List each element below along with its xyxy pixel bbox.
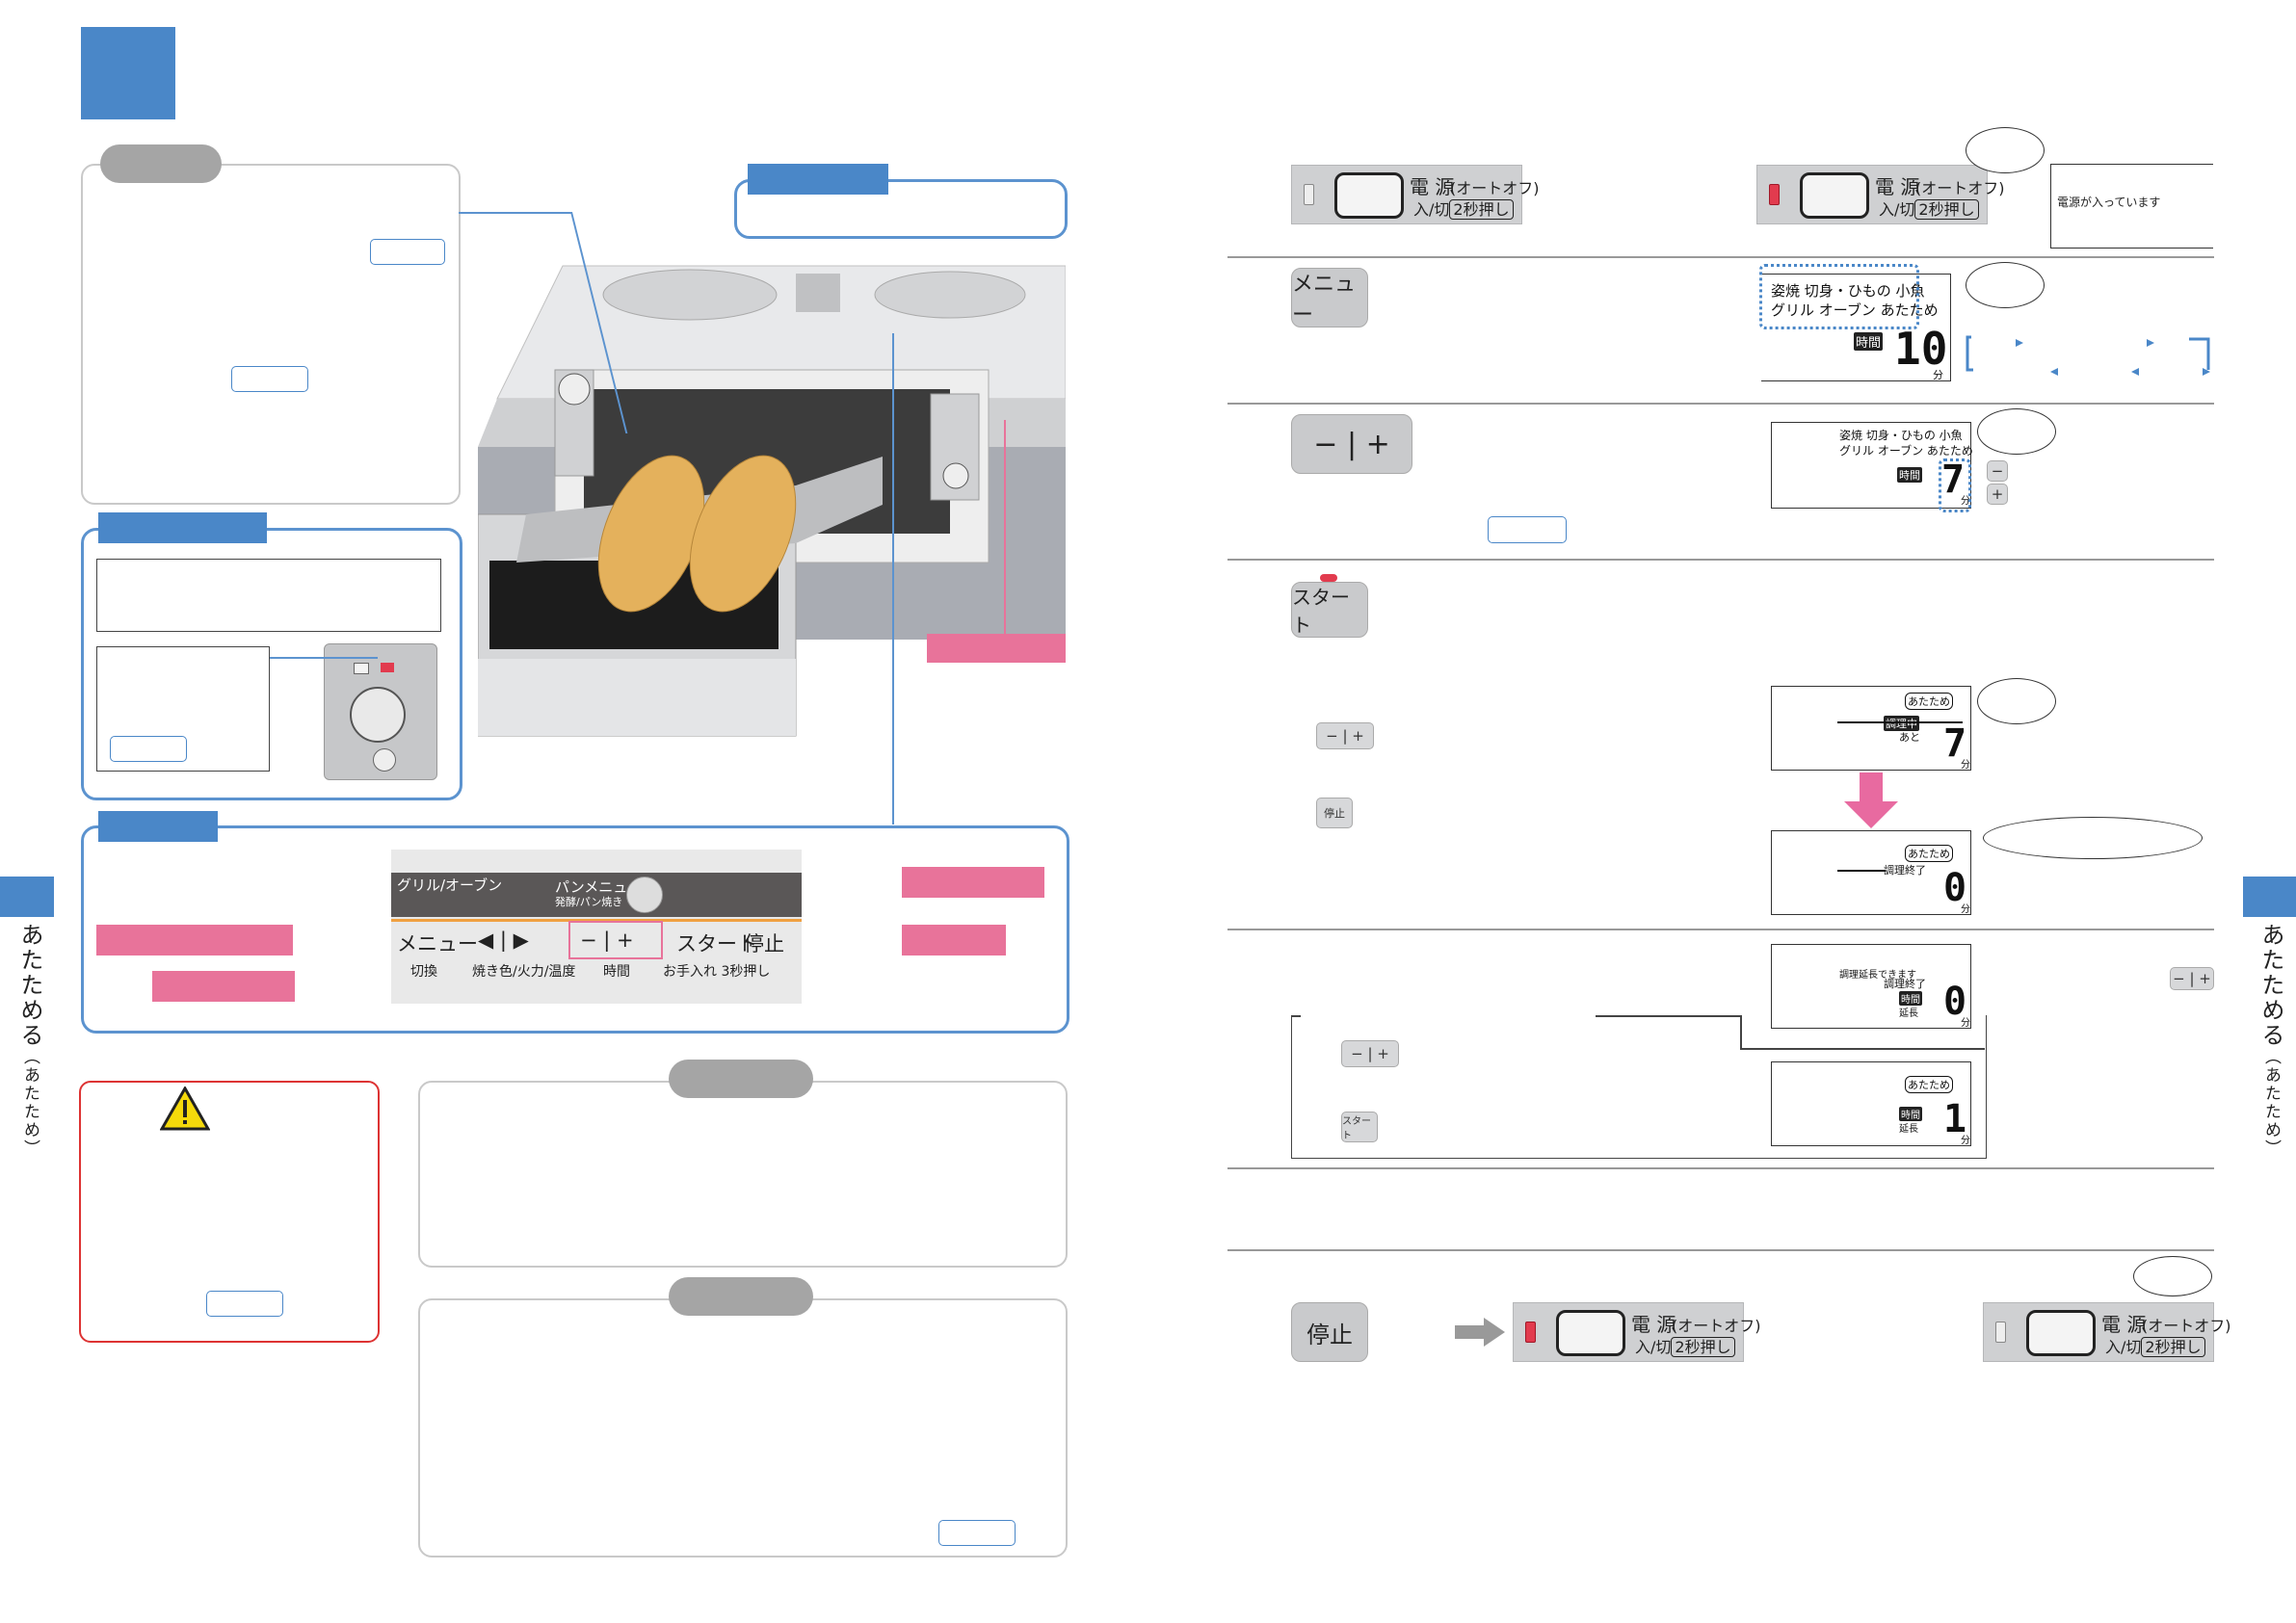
power-on-note-card: 電源が入っています <box>2050 164 2213 249</box>
note-box-a <box>96 559 441 632</box>
speech-bubble-3 <box>1977 408 2056 455</box>
power-button-on[interactable] <box>1800 172 1869 219</box>
right-side-title: あたためる（あたため） <box>2257 923 2284 1158</box>
bread-icon <box>626 877 663 913</box>
speech-bubble-1 <box>1966 127 2045 173</box>
page-ref-2 <box>231 366 308 392</box>
minus-plus-key-small[interactable]: − | + <box>1316 722 1374 749</box>
minus-plus-key-extend2[interactable]: − | + <box>1341 1040 1399 1067</box>
page-ref-4 <box>206 1291 283 1317</box>
top-callout-label <box>748 164 888 195</box>
preparation-box <box>81 164 461 505</box>
done-lcd: あたため 調理終了 0 分 <box>1771 830 1971 915</box>
speech-bubble-6 <box>2133 1256 2212 1296</box>
speech-bubble-2 <box>1966 262 2045 308</box>
menu-highlight <box>1759 264 1919 329</box>
time-highlight <box>1939 458 1971 512</box>
power-button-off[interactable] <box>2026 1310 2096 1356</box>
pink-label-stop <box>902 925 1006 955</box>
level-label: 焼き色/火力/温度 <box>472 964 576 980</box>
set-lcd: 姿焼 切身・ひもの 小魚 グリル オーブン あたため 時間 7 分 <box>1771 422 1973 509</box>
switch-label: 切換 <box>410 964 437 980</box>
arrow-keys[interactable]: ◀ | ▶ <box>478 929 529 952</box>
speech-bubble-5 <box>1983 817 2203 859</box>
control-panel-label <box>98 811 218 842</box>
menu-key-large[interactable]: メニュー <box>1291 268 1368 327</box>
preparation-label <box>100 144 222 183</box>
mode-label: グリル/オーブン <box>397 877 503 894</box>
note-box-2 <box>418 1298 1068 1558</box>
note-box-1 <box>418 1081 1068 1268</box>
start-lamp-icon <box>1320 574 1337 582</box>
pink-label-right <box>927 634 1066 663</box>
left-side-tab <box>0 877 54 917</box>
bread-menu-label: パンメニュー <box>555 878 643 896</box>
right-arrow-icon <box>1455 1318 1505 1350</box>
time-label: 時間 <box>603 964 630 980</box>
minus-plus-key-large[interactable]: − | + <box>1291 414 1412 474</box>
right-side-tab <box>2243 877 2296 917</box>
speech-bubble-4 <box>1977 678 2056 724</box>
control-strip: グリル/オーブン パンメニュー 発酵/パン焼き メニュー ◀ | ▶ − | +… <box>391 850 802 1004</box>
minus-plus-key-extend[interactable]: − | + <box>2170 967 2214 990</box>
page-ref-1 <box>370 239 445 265</box>
power-button[interactable] <box>1334 172 1404 219</box>
left-side-title: あたためる（あたため） <box>16 923 43 1158</box>
pink-label-time <box>152 971 295 1002</box>
care-label: お手入れ 3秒押し <box>663 964 771 980</box>
start-key-large[interactable]: スタート <box>1291 582 1368 638</box>
minus-key-small[interactable]: − <box>1987 460 2008 482</box>
knob-panel <box>324 643 437 780</box>
chapter-marker <box>81 27 175 119</box>
cooktop-illustration <box>477 254 1067 765</box>
pink-label-start <box>902 867 1044 898</box>
pink-label-menu <box>96 925 293 955</box>
note-label-2 <box>669 1277 813 1316</box>
bread-sub-label: 発酵/パン焼き <box>555 896 623 908</box>
page-ref-3 <box>110 736 187 762</box>
minus-plus-key[interactable]: − | + <box>580 929 634 952</box>
menu-key[interactable]: メニュー <box>397 932 478 955</box>
power-on-note: 電源が入っています <box>2057 196 2161 209</box>
grill-parts-label <box>98 512 267 543</box>
start-key-extend[interactable]: スタート <box>1341 1112 1378 1142</box>
extend-lcd: 調理延長できます 調理終了 時間 延長 0 分 <box>1771 944 1971 1029</box>
stop-key-small[interactable]: 停止 <box>1316 798 1353 828</box>
page-ref-6 <box>1488 516 1567 543</box>
plus-key-small[interactable]: + <box>1987 484 2008 505</box>
page-ref-5 <box>938 1520 1016 1546</box>
extend-frame <box>1291 1015 1987 1159</box>
cooking-lcd: あたため 調理中 あと 7 分 <box>1771 686 1971 771</box>
menu-cycle-diagram <box>1966 331 2212 376</box>
power-button-stop[interactable] <box>1556 1310 1625 1356</box>
stop-key[interactable]: 停止 <box>744 932 784 955</box>
note-label-1 <box>669 1060 813 1098</box>
down-arrow-icon <box>1840 772 1902 834</box>
stop-key-large[interactable]: 停止 <box>1291 1302 1368 1362</box>
warning-triangle-icon <box>159 1085 211 1135</box>
start-key[interactable]: スタート <box>676 932 757 955</box>
extend2-lcd: あたため 時間 延長 1 分 <box>1771 1061 1971 1146</box>
